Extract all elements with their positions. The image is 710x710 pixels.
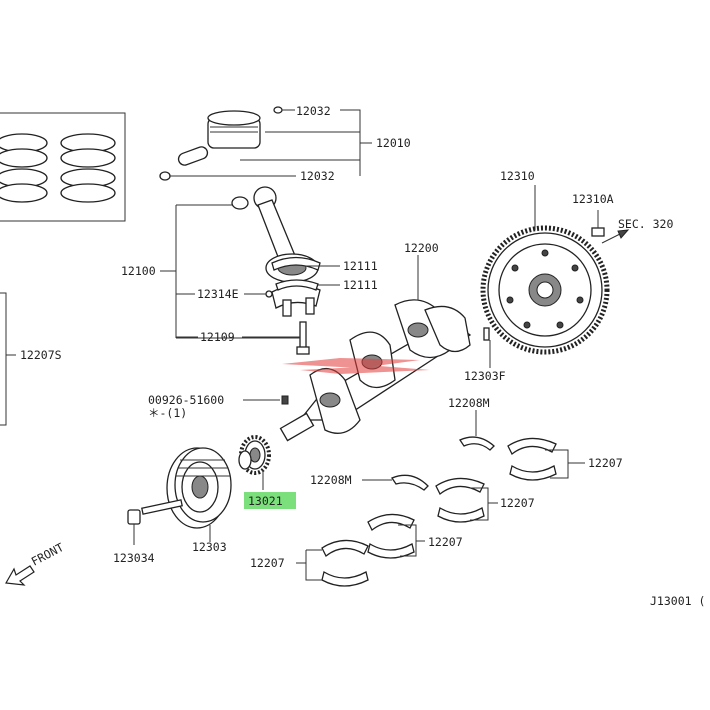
piston-rings-left bbox=[0, 133, 48, 203]
piston-rings-right bbox=[60, 133, 116, 203]
flywheel-bolt bbox=[591, 210, 605, 237]
front-arrow-icon bbox=[5, 565, 35, 586]
thrust-washer-mid bbox=[391, 474, 429, 491]
piston bbox=[207, 110, 261, 149]
sec320-arrow bbox=[601, 229, 630, 244]
main-bearing-center bbox=[367, 513, 415, 559]
label-front: FRONT bbox=[29, 540, 66, 569]
highlight-13021 bbox=[244, 492, 296, 509]
label-12111-b: 12111 bbox=[343, 278, 378, 292]
label-12109: 12109 bbox=[200, 330, 235, 344]
reference-code: J13001 ( bbox=[650, 594, 705, 608]
rod-bearing-upper bbox=[271, 256, 321, 271]
label-12207-center: 12207 bbox=[428, 535, 463, 549]
rod-cap bbox=[271, 284, 321, 317]
crank-pulley bbox=[166, 447, 232, 529]
flywheel bbox=[480, 225, 610, 355]
label-12303: 12303 bbox=[192, 540, 227, 554]
rod-cap-nut bbox=[265, 290, 273, 298]
main-bearing-middle bbox=[435, 477, 485, 523]
label-12032-bottom: 12032 bbox=[300, 169, 335, 183]
label-12208m-top: 12208M bbox=[448, 396, 490, 410]
watermark-logo bbox=[282, 358, 430, 374]
crank-sprocket bbox=[238, 435, 271, 475]
label-123034: 123034 bbox=[113, 551, 155, 565]
label-12310: 12310 bbox=[500, 169, 535, 183]
label-12111-a: 12111 bbox=[343, 259, 378, 273]
pin-clip-upper bbox=[273, 106, 283, 114]
label-12032-top: 12032 bbox=[296, 104, 331, 118]
rod-bearing-lower bbox=[275, 279, 319, 291]
label-12010: 12010 bbox=[376, 136, 411, 150]
label-00926: 00926-51600 bbox=[148, 393, 224, 407]
label-sec320: SEC. 320 bbox=[618, 217, 673, 231]
dowel-pin bbox=[483, 327, 490, 341]
label-12310a: 12310A bbox=[572, 192, 614, 206]
connecting-rod bbox=[253, 186, 319, 283]
label-12207s: 12207S bbox=[20, 348, 62, 362]
label-12200: 12200 bbox=[404, 241, 439, 255]
label-13021: 13021 bbox=[248, 494, 283, 508]
woodruff-key bbox=[281, 395, 289, 405]
label-12207-middle: 12207 bbox=[500, 496, 535, 510]
piston-ring-box bbox=[0, 112, 126, 222]
label-12314e: 12314E bbox=[197, 287, 239, 301]
pin-clip-lower bbox=[159, 171, 171, 181]
main-bearing-left bbox=[321, 539, 369, 587]
bracket-12207s bbox=[0, 292, 7, 426]
piston-pin bbox=[177, 146, 209, 166]
label-12207-left: 12207 bbox=[250, 556, 285, 570]
label-12303f: 12303F bbox=[464, 369, 506, 383]
small-end-bushing bbox=[231, 196, 249, 210]
label-12208m-mid: 12208M bbox=[310, 473, 352, 487]
main-bearing-right bbox=[507, 437, 557, 481]
label-00926-sub: ＊-(1) bbox=[148, 406, 187, 420]
label-12207-right: 12207 bbox=[588, 456, 623, 470]
label-12100: 12100 bbox=[121, 264, 156, 278]
thrust-washer-top bbox=[459, 436, 495, 451]
